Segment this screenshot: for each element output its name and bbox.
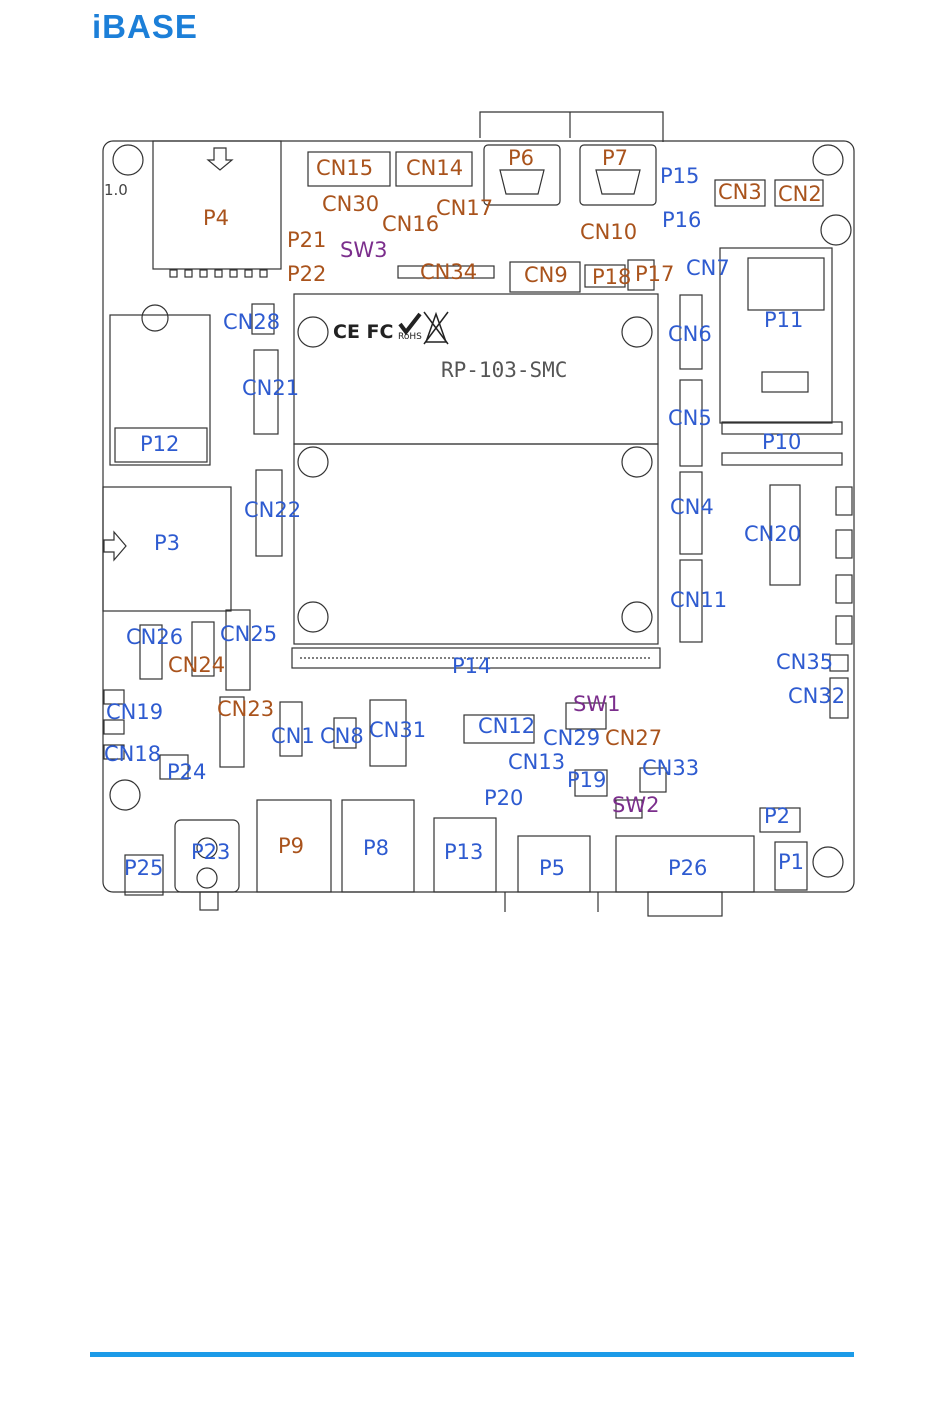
label-cn25: CN25 [220, 622, 278, 646]
label-p20: P20 [484, 786, 524, 810]
label-p5: P5 [539, 856, 566, 880]
label-cn23: CN23 [217, 697, 275, 721]
mount-hole-m2 [141, 304, 169, 332]
label-cn31: CN31 [369, 718, 427, 742]
label-p22: P22 [287, 262, 327, 286]
label-p18: P18 [592, 265, 632, 289]
mount-hole-tl [112, 144, 144, 176]
label-cn9: CN9 [524, 263, 568, 287]
label-cn11: CN11 [670, 588, 728, 612]
label-cn17: CN17 [436, 196, 494, 220]
label-p14: P14 [452, 654, 492, 678]
label-p13: P13 [444, 840, 484, 864]
label-cn15: CN15 [316, 156, 374, 180]
label-cn1: CN1 [271, 724, 315, 748]
label-cn5: CN5 [668, 406, 712, 430]
mount-hole-tr [812, 144, 844, 176]
label-cn35: CN35 [776, 650, 834, 674]
label-p26: P26 [668, 856, 708, 880]
label-cn4: CN4 [670, 495, 714, 519]
weee-bin-icon [424, 311, 448, 343]
label-cn21: CN21 [242, 376, 300, 400]
label-cn30: CN30 [322, 192, 380, 216]
label-cn28: CN28 [223, 310, 281, 334]
top-housing [479, 111, 664, 142]
label-sw2: SW2 [612, 793, 660, 817]
label-cn18: CN18 [104, 742, 162, 766]
label-p24: P24 [167, 760, 207, 784]
label-cn12: CN12 [478, 714, 536, 738]
label-p6: P6 [508, 146, 535, 170]
rohs-mark: RoHS [398, 332, 422, 342]
label-cn33: CN33 [642, 756, 700, 780]
label-cn10: CN10 [580, 220, 638, 244]
board-outline [102, 140, 855, 893]
mount-hole-bl [109, 779, 141, 811]
label-p11: P11 [764, 308, 804, 332]
footer-line [90, 1352, 854, 1357]
rohs-check-icon [398, 312, 422, 336]
label-cn2: CN2 [778, 182, 822, 206]
label-p16: P16 [662, 208, 702, 232]
label-cn13: CN13 [508, 750, 566, 774]
label-cn19: CN19 [106, 700, 164, 724]
cert-marks: CE FC [333, 321, 393, 343]
label-p8: P8 [363, 836, 390, 860]
label-cn3: CN3 [718, 180, 762, 204]
label-p2: P2 [764, 804, 791, 828]
label-sw1: SW1 [573, 692, 621, 716]
label-cn14: CN14 [406, 156, 464, 180]
label-cn27: CN27 [605, 726, 663, 750]
label-p17: P17 [635, 262, 675, 286]
label-cn6: CN6 [668, 322, 712, 346]
label-cn26: CN26 [126, 625, 184, 649]
label-p7: P7 [602, 146, 629, 170]
mount-hole-br [812, 846, 844, 878]
label-p9: P9 [278, 834, 305, 858]
label-p15: P15 [660, 164, 700, 188]
label-cn32: CN32 [788, 684, 846, 708]
label-p23: P23 [191, 840, 231, 864]
label-p21: P21 [287, 228, 327, 252]
mount-hole-r [820, 214, 852, 246]
label-cn20: CN20 [744, 522, 802, 546]
label-cn16: CN16 [382, 212, 440, 236]
logo-i: i [92, 8, 103, 45]
label-cn8: CN8 [320, 724, 364, 748]
label-p19: P19 [567, 768, 607, 792]
label-p1: P1 [778, 850, 805, 874]
label-sw3: SW3 [340, 238, 388, 262]
label-cn29: CN29 [543, 726, 601, 750]
corner-mark: 1.0 [104, 181, 128, 199]
label-cn24: CN24 [168, 653, 226, 677]
label-cn7: CN7 [686, 256, 730, 280]
model-text: RP-103-SMC [441, 358, 567, 382]
label-p4: P4 [203, 206, 230, 230]
label-cn22: CN22 [244, 498, 302, 522]
label-p3: P3 [154, 531, 181, 555]
label-p10: P10 [762, 430, 802, 454]
ibase-logo: iBASE [92, 8, 198, 46]
label-p25: P25 [124, 856, 164, 880]
logo-text: BASE [102, 8, 198, 45]
label-p12: P12 [140, 432, 180, 456]
label-cn34: CN34 [420, 260, 478, 284]
